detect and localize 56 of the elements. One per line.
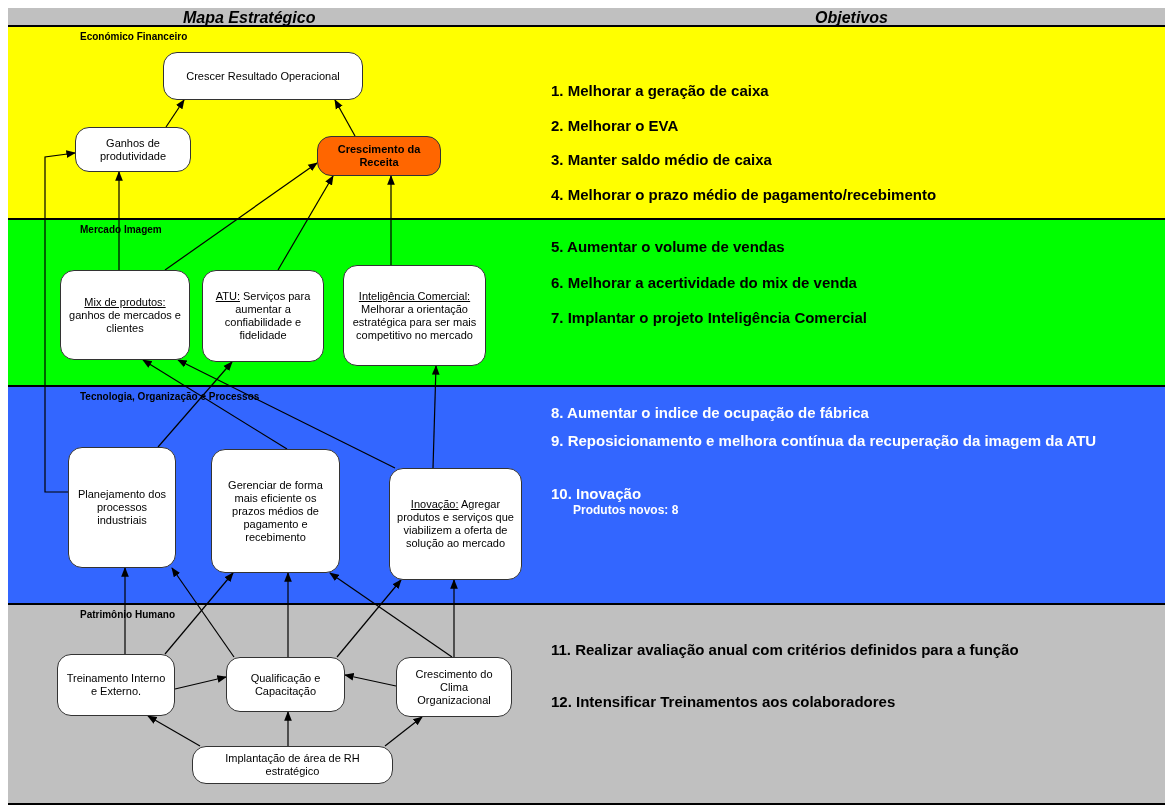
- process-box: Crescer Resultado Operacional: [163, 52, 363, 100]
- arrow: [450, 579, 458, 658]
- perspective-band: [8, 387, 1165, 605]
- arrow: [44, 150, 76, 493]
- perspective-band: [8, 27, 1165, 220]
- process-box: Implantação de área de RH estratégico: [192, 746, 393, 784]
- process-box: Qualificação e Capacitação: [226, 657, 345, 712]
- objective-text: 12. Intensificar Treinamentos aos colaboradores: [551, 693, 897, 711]
- process-box: Planejamento dos processos industriais: [68, 447, 176, 568]
- objective-text: 11. Realizar avaliação anual com critérios definidos para a função: [551, 641, 1020, 659]
- arrow: [177, 359, 396, 469]
- objective-text: 1. Melhorar a geração de caixa: [551, 82, 770, 100]
- arrow: [336, 579, 402, 658]
- perspective-band: [8, 605, 1165, 805]
- arrow: [329, 572, 453, 658]
- arrow: [147, 715, 201, 747]
- arrow: [284, 572, 292, 658]
- arrow: [121, 567, 129, 655]
- objective-detail: Produtos novos: 8: [573, 503, 680, 517]
- arrow: [164, 572, 234, 655]
- objective-text: 10. Inovação: [551, 485, 643, 503]
- arrow: [171, 567, 235, 658]
- arrow: [384, 716, 423, 747]
- process-box: Gerenciar de forma mais eficiente os prazos médios de pagamento e recebimento: [211, 449, 340, 573]
- objective-text: 9. Reposicionamento e melhora contínua da recuperação da imagem da ATU: [551, 432, 1098, 450]
- perspective-band: [8, 220, 1165, 387]
- band-heading: Económico Financeiro: [80, 31, 188, 43]
- objective-text: 6. Melhorar a acertividade do mix de venda: [551, 274, 858, 292]
- process-box: Mix de produtos: ganhos de mercados e clientes: [60, 270, 190, 360]
- arrow: [334, 99, 356, 137]
- arrow: [115, 171, 123, 271]
- arrow: [431, 365, 440, 469]
- objective-text: 8. Aumentar o indice de ocupação de fábrica: [551, 404, 870, 422]
- process-box: Crescimento do Clima Organizacional: [396, 657, 512, 717]
- process-box: Inovação: Agregar produtos e serviços que viabilizem a oferta de solução ao mercado: [389, 468, 522, 580]
- arrow: [387, 175, 395, 266]
- arrow: [174, 675, 227, 690]
- column-heading: Mapa Estratégico: [183, 8, 316, 27]
- arrow: [157, 361, 233, 448]
- process-box: Crescimento da Receita: [317, 136, 441, 176]
- column-heading: Objetivos: [815, 8, 888, 27]
- arrow: [165, 99, 185, 128]
- arrow: [277, 175, 334, 271]
- objective-text: 2. Melhorar o EVA: [551, 117, 680, 135]
- objective-text: 4. Melhorar o prazo médio de pagamento/recebimento: [551, 186, 938, 204]
- process-box: ATU: Serviços para aumentar a confiabilidade e fidelidade: [202, 270, 324, 362]
- arrow: [142, 359, 288, 450]
- arrow: [284, 711, 292, 747]
- arrow: [164, 162, 318, 271]
- arrow: [344, 673, 397, 687]
- process-box: Treinamento Interno e Externo.: [57, 654, 175, 716]
- process-box: Ganhos de produtividade: [75, 127, 191, 172]
- objective-text: 7. Implantar o projeto Inteligência Comercial: [551, 309, 868, 327]
- objective-text: 5. Aumentar o volume de vendas: [551, 238, 786, 256]
- process-box: Inteligência Comercial: Melhorar a orientação estratégica para ser mais competitivo no mercado: [343, 265, 486, 366]
- objective-text: 3. Manter saldo médio de caixa: [551, 151, 773, 169]
